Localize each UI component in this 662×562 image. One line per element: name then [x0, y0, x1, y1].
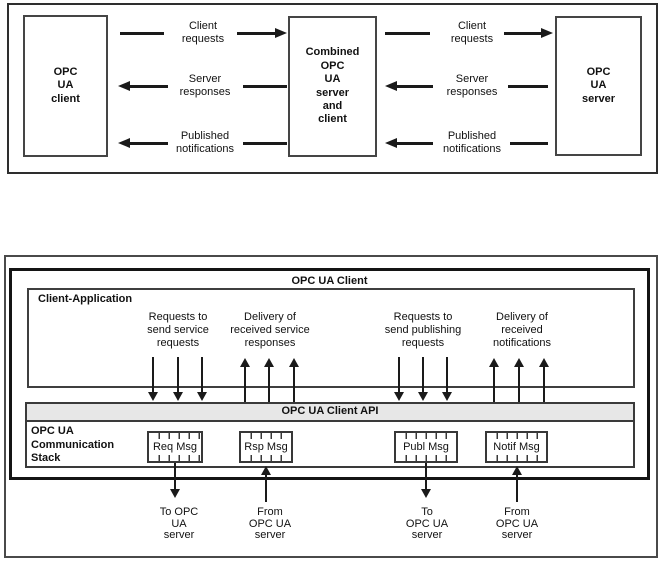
rsp-msg-label: Rsp Msg: [244, 441, 288, 453]
delivery-notifications-label: Delivery of received notifications: [492, 311, 552, 349]
delivery-notifications-up-arrow-icon: [514, 358, 524, 402]
opc-ua-client-box: OPC UA client: [23, 15, 108, 157]
client-requests-line-right: [385, 32, 430, 35]
server-responses-line-left: [243, 85, 287, 88]
msg-ticks-icon: [150, 433, 200, 439]
req-msg-box: Req Msg: [147, 431, 203, 463]
server-responses-line-right: [508, 85, 548, 88]
delivery-service-up-arrow-icon: [240, 358, 250, 402]
send-service-down-arrow-icon: [173, 357, 183, 401]
send-publishing-down-arrow-icon: [418, 357, 428, 401]
notif-msg-box: Notif Msg: [485, 431, 548, 463]
published-notifications-arrow-left-icon: [118, 138, 168, 148]
delivery-notifications-up-arrow-icon: [539, 358, 549, 402]
publ-msg-label: Publ Msg: [403, 441, 449, 453]
send-service-down-arrow-icon: [197, 357, 207, 401]
published-notifications-label-left: Published notifications: [175, 130, 235, 155]
server-responses-label-left: Server responses: [179, 73, 231, 98]
msg-ticks-icon: [488, 455, 545, 461]
from-opc-ua-server-label-2: From OPC UA server: [495, 506, 539, 541]
to-opc-ua-server-label-1: To OPC UA server: [159, 506, 199, 541]
from-server-arrow-rsp-icon: [261, 466, 271, 502]
comm-stack-box: [25, 420, 635, 468]
from-server-arrow-notif-icon: [512, 466, 522, 502]
client-requests-arrow-right-icon: [504, 28, 553, 38]
send-publishing-down-arrow-icon: [442, 357, 452, 401]
client-requests-arrow-left-icon: [237, 28, 287, 38]
send-publishing-requests-label: Requests to send publishing requests: [384, 311, 462, 349]
send-publishing-down-arrow-icon: [394, 357, 404, 401]
published-notifications-arrow-right-icon: [385, 138, 433, 148]
client-requests-line-left: [120, 32, 164, 35]
combined-server-client-box: Combined OPC UA server and client: [288, 16, 377, 157]
req-msg-label: Req Msg: [152, 441, 198, 453]
publ-msg-box: Publ Msg: [394, 431, 458, 463]
msg-ticks-icon: [242, 433, 290, 439]
msg-ticks-icon: [397, 433, 455, 439]
to-opc-ua-server-label-2: To OPC UA server: [405, 506, 449, 541]
published-notifications-label-right: Published notifications: [442, 130, 502, 155]
delivery-service-up-arrow-icon: [289, 358, 299, 402]
msg-ticks-icon: [488, 433, 545, 439]
send-service-down-arrow-icon: [148, 357, 158, 401]
opc-ua-client-title: OPC UA Client: [291, 275, 368, 287]
msg-ticks-icon: [242, 455, 290, 461]
client-application-label: Client-Application: [38, 293, 133, 305]
server-responses-label-right: Server responses: [446, 73, 498, 98]
opc-ua-server-box: OPC UA server: [555, 16, 642, 156]
to-server-arrow-req-icon: [170, 463, 180, 498]
published-notifications-line-left: [243, 142, 287, 145]
client-application-box: [27, 288, 635, 388]
published-notifications-line-right: [510, 142, 548, 145]
msg-ticks-icon: [150, 455, 200, 461]
client-requests-label-right: Client requests: [450, 20, 494, 45]
delivery-notifications-up-arrow-icon: [489, 358, 499, 402]
from-opc-ua-server-label-1: From OPC UA server: [248, 506, 292, 541]
delivery-service-up-arrow-icon: [264, 358, 274, 402]
to-server-arrow-publ-icon: [421, 463, 431, 498]
server-responses-arrow-right-icon: [385, 81, 433, 91]
msg-ticks-icon: [397, 455, 455, 461]
comm-stack-label: OPC UA Communication Stack: [31, 425, 115, 464]
client-requests-label-left: Client requests: [181, 20, 225, 45]
delivery-service-responses-label: Delivery of received service responses: [230, 311, 310, 349]
opc-ua-client-api-label: OPC UA Client API: [281, 405, 379, 417]
server-responses-arrow-left-icon: [118, 81, 168, 91]
notif-msg-label: Notif Msg: [493, 441, 540, 453]
send-service-requests-label: Requests to send service requests: [147, 311, 209, 349]
rsp-msg-box: Rsp Msg: [239, 431, 293, 463]
